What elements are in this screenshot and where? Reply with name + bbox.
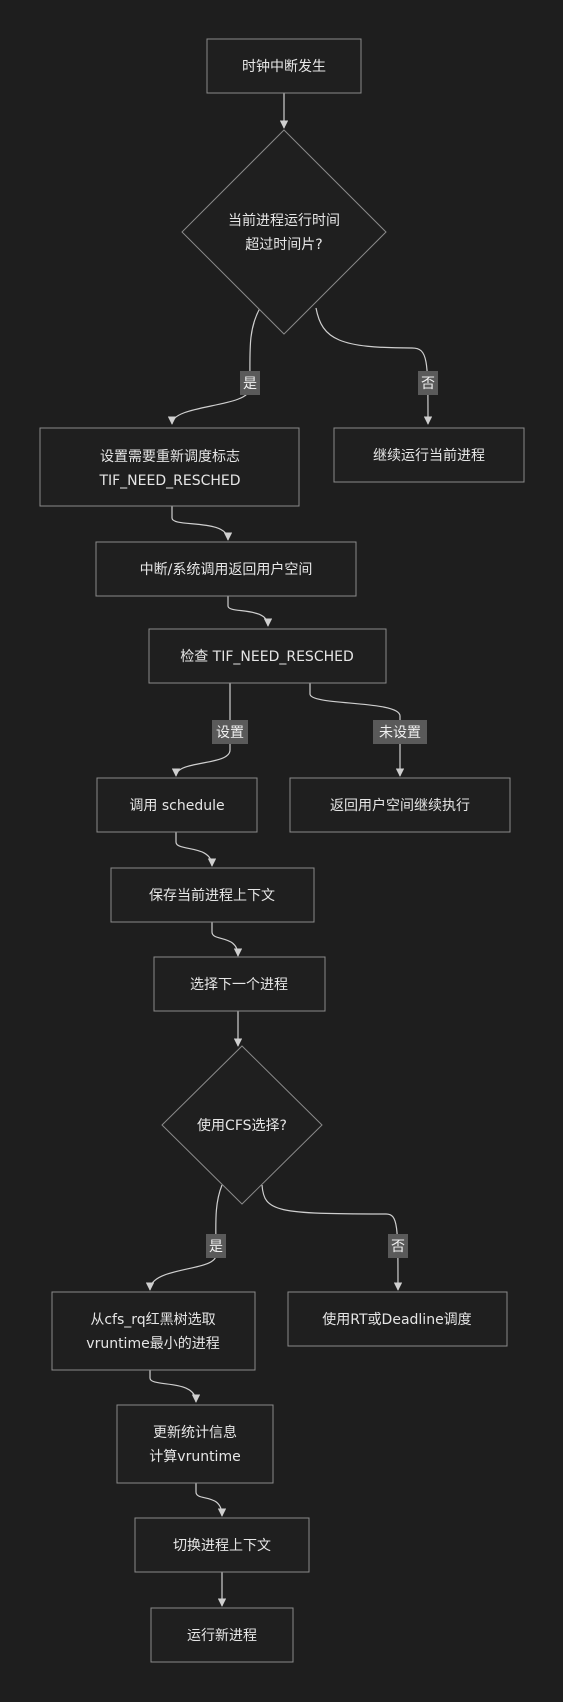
node-call-schedule: 调用 schedule: [96, 777, 258, 833]
svg-text:计算vruntime: 计算vruntime: [149, 1449, 240, 1465]
svg-text:返回用户空间继续执行: 返回用户空间继续执行: [330, 797, 470, 814]
svg-text:使用RT或Deadline调度: 使用RT或Deadline调度: [322, 1311, 471, 1328]
node-run-new: 运行新进程: [150, 1607, 294, 1663]
node-switch-context: 切换进程上下文: [134, 1517, 310, 1573]
svg-text:vruntime最小的进程: vruntime最小的进程: [86, 1336, 219, 1352]
svg-text:选择下一个进程: 选择下一个进程: [190, 977, 288, 993]
svg-text:运行新进程: 运行新进程: [187, 1628, 257, 1644]
edge-pick-to-update: [149, 1370, 201, 1403]
edge-label-yes-1: 是: [240, 371, 260, 395]
node-check-flag: 检查 TIF_NEED_RESCHED: [148, 628, 387, 684]
svg-text:切换进程上下文: 切换进程上下文: [173, 1537, 271, 1554]
node-save-context: 保存当前进程上下文: [110, 867, 315, 923]
node-start: 时钟中断发生: [206, 38, 362, 94]
svg-text:超过时间片?: 超过时间片?: [245, 237, 322, 253]
edges: [145, 92, 433, 1607]
node-set-flag: 设置需要重新调度标志 TIF_NEED_RESCHED: [39, 427, 300, 507]
svg-text:设置需要重新调度标志: 设置需要重新调度标志: [100, 449, 240, 465]
edge-cfs-no: [261, 1184, 403, 1291]
node-check-time: 当前进程运行时间 超过时间片?: [181, 129, 387, 335]
edge-save-to-select: [211, 922, 243, 957]
node-return-continue: 返回用户空间继续执行: [289, 777, 511, 833]
svg-text:是: 是: [243, 376, 257, 392]
node-select-next: 选择下一个进程: [153, 956, 326, 1012]
node-continue-current: 继续运行当前进程: [333, 427, 525, 483]
node-pick-rbtree: 从cfs_rq红黑树选取 vruntime最小的进程: [51, 1291, 256, 1371]
edge-check-no: [315, 307, 433, 425]
svg-text:未设置: 未设置: [379, 725, 421, 741]
edge-label-yes-2: 是: [206, 1234, 226, 1258]
svg-text:从cfs_rq红黑树选取: 从cfs_rq红黑树选取: [90, 1312, 215, 1328]
svg-text:是: 是: [209, 1239, 223, 1255]
node-update-stats: 更新统计信息 计算vruntime: [116, 1404, 274, 1484]
edge-checkflag-set: [171, 683, 231, 777]
edge-check-yes: [167, 307, 261, 425]
svg-text:设置: 设置: [216, 725, 244, 741]
edge-label-no-2: 否: [388, 1234, 408, 1258]
node-use-cfs: 使用CFS选择?: [161, 1045, 323, 1205]
edge-schedule-to-save: [175, 832, 217, 867]
svg-text:检查 TIF_NEED_RESCHED: 检查 TIF_NEED_RESCHED: [180, 649, 354, 665]
svg-text:TIF_NEED_RESCHED: TIF_NEED_RESCHED: [98, 473, 240, 489]
svg-text:中断/系统调用返回用户空间: 中断/系统调用返回用户空间: [140, 561, 313, 578]
edge-labels: 是 否 设置 未设置 是 否: [206, 371, 438, 1258]
svg-text:更新统计信息: 更新统计信息: [153, 1424, 237, 1441]
edge-return-to-checkflag: [227, 596, 273, 627]
svg-text:否: 否: [391, 1239, 405, 1255]
svg-text:继续运行当前进程: 继续运行当前进程: [373, 447, 485, 464]
node-rt-deadline: 使用RT或Deadline调度: [287, 1291, 508, 1347]
svg-text:时钟中断发生: 时钟中断发生: [242, 58, 326, 75]
svg-text:保存当前进程上下文: 保存当前进程上下文: [149, 887, 275, 904]
svg-text:否: 否: [421, 376, 435, 392]
edge-label-no-1: 否: [418, 371, 438, 395]
edge-checkflag-notset: [309, 683, 405, 777]
edge-update-to-switch: [195, 1482, 227, 1517]
node-return-user: 中断/系统调用返回用户空间: [95, 541, 357, 597]
svg-text:当前进程运行时间: 当前进程运行时间: [228, 212, 340, 229]
svg-text:调用 schedule: 调用 schedule: [129, 798, 224, 814]
edge-setflag-to-return: [171, 506, 233, 541]
edge-label-set: 设置: [212, 720, 248, 744]
svg-text:使用CFS选择?: 使用CFS选择?: [197, 1117, 287, 1134]
edge-label-not-set: 未设置: [373, 720, 427, 744]
